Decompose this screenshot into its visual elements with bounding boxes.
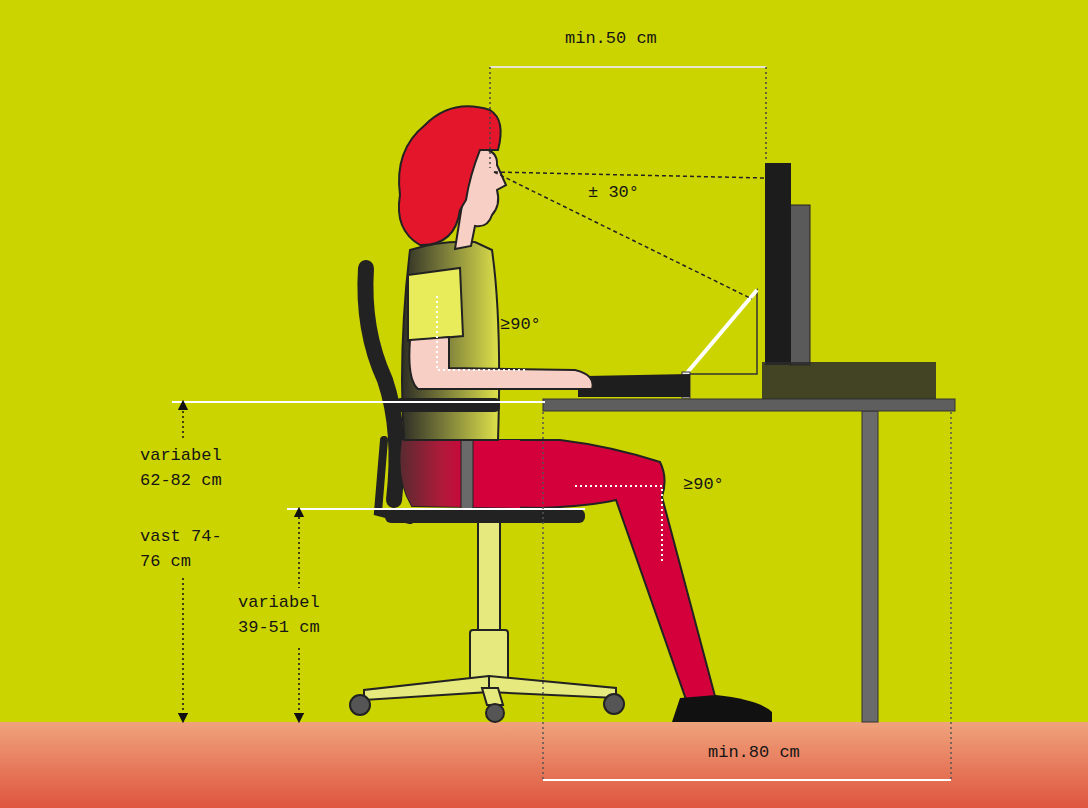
desk-top xyxy=(543,399,955,411)
knee-angle-marker xyxy=(575,486,662,562)
dimension-label: ≥90° xyxy=(683,472,753,497)
floor xyxy=(0,722,1088,808)
dimension-label: min.50 cm xyxy=(565,26,695,51)
extension-line xyxy=(765,67,767,160)
legs xyxy=(400,440,716,705)
monitor-screen xyxy=(765,163,791,365)
chair-armrest-pad xyxy=(396,398,500,412)
extension-line xyxy=(950,412,952,780)
dimension-line xyxy=(490,66,766,68)
chair-seat xyxy=(385,509,585,523)
sightline xyxy=(494,172,765,178)
monitor-back xyxy=(790,205,810,365)
chair-base xyxy=(364,522,616,705)
document-holder xyxy=(686,290,757,374)
dimension-line xyxy=(543,779,951,781)
dimension-label: variabel 62-82 cm xyxy=(140,443,240,493)
dimension-arrow xyxy=(182,405,184,438)
desk-leg xyxy=(862,411,878,722)
monitor-base xyxy=(762,362,936,399)
seat-height-line xyxy=(287,508,585,510)
dimension-label: variabel 39-51 cm xyxy=(238,590,338,640)
dimension-label: min.80 cm xyxy=(708,740,838,765)
dimension-arrow xyxy=(298,648,300,718)
dimension-label: ± 30° xyxy=(588,180,678,205)
hair xyxy=(399,106,501,245)
desk-height-line xyxy=(172,401,545,403)
dimension-label: ≥90° xyxy=(500,312,570,337)
document-holder-frame xyxy=(686,290,757,374)
shoe xyxy=(672,695,772,722)
hip-shading xyxy=(400,440,520,508)
keyboard xyxy=(578,374,690,397)
extension-line xyxy=(542,412,544,780)
sleeve xyxy=(408,268,463,341)
chair-wheel xyxy=(350,694,624,722)
dimension-arrow xyxy=(182,578,184,718)
dimension-arrow xyxy=(298,512,300,588)
dimension-label: vast 74-76 cm xyxy=(140,524,240,574)
sightline xyxy=(494,172,752,299)
extension-line xyxy=(489,67,491,168)
